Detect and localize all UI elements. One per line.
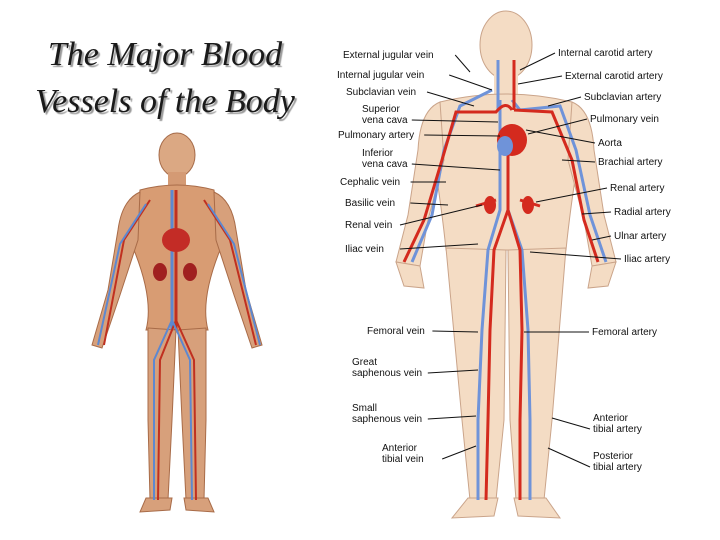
vein-network [410, 60, 608, 500]
label-pulmonary-artery: Pulmonary artery [338, 130, 501, 141]
leader-line-posterior-tibial-artery [547, 447, 591, 468]
label-text-radial-artery: Radial artery [614, 207, 671, 218]
label-ulnar-artery: Ulnar artery [591, 231, 666, 242]
leader-line-iliac-artery [529, 251, 622, 260]
label-text-anterior-tibial-vein-line2: tibial vein [382, 454, 424, 465]
leader-line-great-saphenous-vein [427, 369, 479, 374]
label-text-ulnar-artery: Ulnar artery [614, 231, 666, 242]
label-aorta: Aorta [525, 129, 622, 149]
label-brachial-artery: Brachial artery [561, 157, 662, 168]
label-text-anterior-tibial-vein-line1: Anterior [382, 443, 418, 454]
label-text-aorta: Aorta [598, 138, 622, 149]
leader-line-brachial-artery [561, 159, 596, 163]
leader-line-internal-carotid-artery [519, 52, 556, 71]
label-text-basilic-vein: Basilic vein [345, 198, 395, 209]
label-text-anterior-tibial-artery-line2: tibial artery [593, 424, 642, 435]
label-pulmonary-vein: Pulmonary vein [527, 114, 659, 135]
label-text-femoral-artery: Femoral artery [592, 327, 657, 338]
label-internal-carotid-artery: Internal carotid artery [519, 48, 653, 71]
label-text-external-carotid-artery: External carotid artery [565, 71, 663, 82]
label-text-femoral-vein: Femoral vein [367, 326, 425, 337]
heart [497, 124, 527, 156]
leader-line-superior-vena-cava [411, 119, 499, 123]
label-basilic-vein: Basilic vein [345, 198, 449, 209]
leader-line-aorta [525, 129, 596, 144]
leader-line-pulmonary-vein [527, 118, 588, 135]
label-subclavian-vein: Subclavian vein [346, 87, 475, 107]
label-radial-artery: Radial artery [581, 207, 671, 218]
label-text-small-saphenous-vein-line2: saphenous vein [352, 414, 422, 425]
label-text-subclavian-vein: Subclavian vein [346, 87, 416, 98]
label-external-jugular-vein: External jugular vein [343, 50, 471, 73]
artery-network [402, 60, 600, 501]
leader-line-ulnar-artery [591, 235, 612, 241]
label-text-pulmonary-artery: Pulmonary artery [338, 130, 414, 141]
label-text-brachial-artery: Brachial artery [598, 157, 662, 168]
leader-line-internal-jugular-vein [449, 74, 493, 91]
leader-line-anterior-tibial-vein [442, 445, 477, 460]
label-cephalic-vein: Cephalic vein [340, 177, 446, 188]
leader-line-iliac-vein [399, 243, 479, 250]
kidneys [484, 196, 534, 214]
label-renal-artery: Renal artery [535, 183, 664, 203]
label-text-subclavian-artery: Subclavian artery [584, 92, 661, 103]
leader-line-subclavian-artery [547, 96, 582, 107]
leader-line-renal-vein [399, 204, 483, 226]
label-text-inferior-vena-cava-line1: Inferior [362, 148, 394, 159]
label-text-external-jugular-vein: External jugular vein [343, 50, 434, 61]
label-text-posterior-tibial-artery-line2: tibial artery [593, 462, 642, 473]
label-subclavian-artery: Subclavian artery [547, 92, 661, 107]
leader-line-pulmonary-artery [424, 134, 501, 137]
leader-line-femoral-vein [432, 330, 479, 333]
label-text-small-saphenous-vein-line1: Small [352, 403, 377, 414]
label-text-internal-carotid-artery: Internal carotid artery [558, 48, 653, 59]
leader-line-anterior-tibial-artery [551, 417, 591, 430]
label-iliac-vein: Iliac vein [345, 243, 479, 255]
label-text-renal-artery: Renal artery [610, 183, 664, 194]
label-iliac-artery: Iliac artery [529, 251, 670, 265]
slide-title-line-2: Vessels of the Body [35, 83, 295, 120]
leader-line-radial-artery [581, 211, 612, 215]
label-text-internal-jugular-vein: Internal jugular vein [337, 70, 424, 81]
leader-line-small-saphenous-vein [427, 415, 477, 420]
label-text-pulmonary-vein: Pulmonary vein [590, 114, 659, 125]
label-femoral-vein: Femoral vein [367, 326, 479, 337]
label-text-iliac-artery: Iliac artery [624, 254, 670, 265]
leader-line-renal-artery [535, 187, 608, 203]
label-femoral-artery: Femoral artery [524, 327, 657, 338]
label-text-posterior-tibial-artery-line1: Posterior [593, 451, 634, 462]
slide-title-line-1: The Major Blood [47, 36, 283, 73]
label-text-superior-vena-cava-line2: vena cava [362, 115, 408, 126]
leader-line-inferior-vena-cava [411, 163, 501, 171]
label-text-inferior-vena-cava-line2: vena cava [362, 159, 408, 170]
label-text-superior-vena-cava-line1: Superior [362, 104, 400, 115]
label-text-cephalic-vein: Cephalic vein [340, 177, 400, 188]
label-internal-jugular-vein: Internal jugular vein [337, 70, 493, 91]
label-text-great-saphenous-vein-line2: saphenous vein [352, 368, 422, 379]
label-external-carotid-artery: External carotid artery [517, 71, 663, 85]
label-text-iliac-vein: Iliac vein [345, 244, 384, 255]
label-text-great-saphenous-vein-line1: Great [352, 357, 377, 368]
label-text-anterior-tibial-artery-line1: Anterior [593, 413, 629, 424]
label-text-renal-vein: Renal vein [345, 220, 392, 231]
leader-line-subclavian-vein [426, 91, 475, 107]
leader-line-external-jugular-vein [454, 54, 471, 73]
leader-line-external-carotid-artery [517, 75, 563, 85]
leader-line-basilic-vein [410, 202, 449, 206]
label-renal-vein: Renal vein [345, 204, 483, 231]
muscular-figure [91, 132, 263, 513]
